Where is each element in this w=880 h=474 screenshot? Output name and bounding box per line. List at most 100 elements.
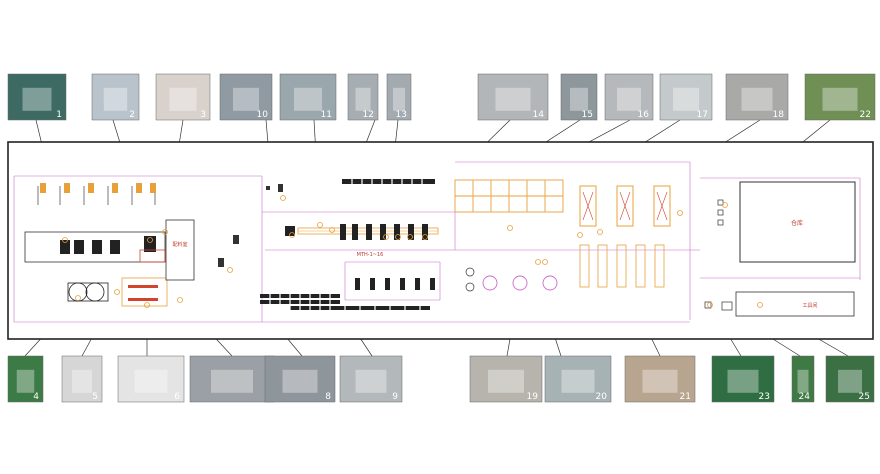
machine-silhouette (838, 369, 862, 393)
machine-silhouette (617, 87, 641, 111)
photo-image (604, 73, 654, 121)
machine-silhouette (16, 369, 35, 393)
photo-number-label: 8 (325, 392, 331, 402)
photo-image (264, 355, 336, 403)
bottom-photo-4: 4 (7, 355, 44, 403)
photo-image (560, 73, 598, 121)
photo-number-label: 23 (759, 392, 770, 402)
photo-image (544, 355, 612, 403)
machine-silhouette (134, 369, 168, 393)
photo-image (155, 73, 211, 121)
machine-silhouette (233, 87, 259, 111)
bottom-photo-row: 4 5 67 8 9 19 20 21 23 24 25 (7, 355, 875, 403)
photo-number-label: 21 (680, 392, 691, 402)
top-photo-15: 15 (560, 73, 598, 121)
photo-image (339, 355, 403, 403)
photo-number-label: 24 (799, 392, 811, 402)
machine-silhouette (570, 87, 588, 111)
photo-number-label: 9 (392, 392, 398, 402)
photo-number-label: 25 (859, 392, 870, 402)
bottom-photo-21: 21 (624, 355, 696, 403)
photo-number-label: 18 (773, 110, 785, 120)
line-label: MTH-1~16 (357, 252, 384, 258)
photo-image (477, 73, 549, 121)
photo-number-label: 10 (257, 110, 269, 120)
photo-number-label: 20 (596, 392, 608, 402)
photo-image (711, 355, 775, 403)
photo-image (804, 73, 876, 121)
photo-image (279, 73, 337, 121)
photo-number-label: 4 (33, 392, 39, 402)
bottom-photo-7: 7 (189, 355, 275, 403)
machine-silhouette (355, 369, 387, 393)
photo-number-label: 19 (527, 392, 539, 402)
machine-silhouette (169, 87, 197, 111)
bottom-photo-5: 5 (61, 355, 103, 403)
machine-silhouette (797, 369, 809, 393)
machine-silhouette (72, 369, 92, 393)
bottom-photo-25: 25 (825, 355, 875, 403)
bottom-photo-6: 6 (117, 355, 185, 403)
machine-silhouette (822, 87, 858, 111)
storage-room-label: 仓库 (791, 219, 803, 227)
photo-image (825, 355, 875, 403)
top-photo-2: 2 (91, 73, 140, 121)
photo-image (61, 355, 103, 403)
top-photo-10: 10 (219, 73, 273, 121)
photo-number-label: 13 (396, 110, 407, 120)
photo-image (189, 355, 275, 403)
photo-number-label: 6 (174, 392, 180, 402)
machine-silhouette (727, 369, 759, 393)
photo-number-label: 2 (129, 110, 135, 120)
machine-silhouette (355, 87, 371, 111)
bottom-photo-8: 8 (264, 355, 336, 403)
photo-image (725, 73, 789, 121)
photo-number-label: 5 (92, 392, 98, 402)
photo-number-label: 1 (56, 110, 62, 120)
machine-silhouette (294, 87, 322, 111)
bottom-photo-24: 24 (791, 355, 815, 403)
photo-number-label: 15 (582, 110, 593, 120)
top-photo-12: 12 (347, 73, 379, 121)
machine-silhouette (561, 369, 595, 393)
machine-silhouette (22, 87, 52, 111)
floor-plan: 配料室 MTH-1~16 (7, 141, 874, 340)
bottom-photo-20: 20 (544, 355, 612, 403)
top-photo-14: 14 (477, 73, 549, 121)
photo-number-label: 16 (638, 110, 650, 120)
photo-number-label: 17 (697, 110, 708, 120)
top-photo-1: 1 (7, 73, 67, 121)
top-photo-13: 13 (386, 73, 412, 121)
tool-room-label: 工具间 (802, 302, 817, 309)
top-photo-22: 22 (804, 73, 876, 121)
machine-silhouette (673, 87, 699, 111)
photo-image (791, 355, 815, 403)
top-photo-18: 18 (725, 73, 789, 121)
photo-image (469, 355, 543, 403)
photo-image (117, 355, 185, 403)
machine-silhouette (103, 87, 128, 111)
photo-number-label: 11 (321, 110, 332, 120)
photo-number-label: 14 (533, 110, 545, 120)
photo-number-label: 3 (200, 110, 206, 120)
machine-silhouette (393, 87, 405, 111)
photo-image (219, 73, 273, 121)
machine-silhouette (495, 87, 531, 111)
machine-silhouette (488, 369, 524, 393)
bottom-photo-9: 9 (339, 355, 403, 403)
top-photo-3: 3 (155, 73, 211, 121)
photo-image (624, 355, 696, 403)
machine-silhouette (642, 369, 678, 393)
machine-silhouette (211, 369, 253, 393)
photo-number-label: 12 (363, 110, 374, 120)
top-photo-16: 16 (604, 73, 654, 121)
bottom-photo-19: 19 (469, 355, 543, 403)
top-photo-17: 17 (659, 73, 713, 121)
photo-number-label: 22 (860, 110, 871, 120)
bottom-photo-23: 23 (711, 355, 775, 403)
photo-image (386, 73, 412, 121)
top-photo-11: 11 (279, 73, 337, 121)
photo-image (7, 355, 44, 403)
photo-image (7, 73, 67, 121)
